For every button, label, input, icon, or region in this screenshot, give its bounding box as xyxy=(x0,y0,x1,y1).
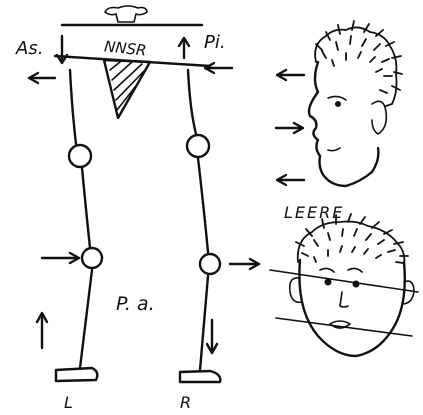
arrow-left-ankle-inward xyxy=(40,251,81,265)
right-leg xyxy=(178,68,222,384)
profile-eye xyxy=(335,101,341,107)
label-l: L xyxy=(64,393,73,412)
front-mouth xyxy=(329,320,351,329)
left-leg xyxy=(54,68,104,383)
mouth-level-line xyxy=(275,317,413,337)
arrow-left-foot-up xyxy=(35,311,49,350)
label-r: R xyxy=(180,393,191,412)
pedestal-icon xyxy=(60,5,204,27)
left-knee-joint xyxy=(67,143,93,169)
front-left-eye xyxy=(324,278,332,286)
label-pi: Pi. xyxy=(204,32,226,53)
label-pa: P. a. xyxy=(116,293,155,315)
profile-face-icon xyxy=(307,20,403,188)
label-leere: LEERE xyxy=(284,203,344,222)
right-knee-joint xyxy=(185,133,211,159)
left-ankle-joint xyxy=(80,246,104,270)
label-as: As. xyxy=(15,38,43,59)
arrow-left-outward xyxy=(27,71,57,85)
eye-level-line xyxy=(269,269,419,293)
front-right-eye xyxy=(352,280,360,288)
front-face-icon xyxy=(269,213,419,358)
arrow-right-top-up xyxy=(177,36,191,60)
left-foot xyxy=(54,366,99,383)
arrow-right-foot-down xyxy=(205,318,219,355)
arrow-profile-bottom xyxy=(275,173,306,187)
right-foot xyxy=(178,369,222,384)
right-ankle-joint xyxy=(198,252,222,276)
arrow-left-top-down xyxy=(55,34,69,65)
arrow-profile-middle xyxy=(274,121,305,135)
label-nnsr: NNSR xyxy=(103,37,147,59)
arrow-profile-top xyxy=(275,68,306,82)
arrow-right-ankle-outward xyxy=(228,257,261,271)
sacrum-triangle xyxy=(102,58,152,120)
arrow-right-inward xyxy=(203,61,234,75)
